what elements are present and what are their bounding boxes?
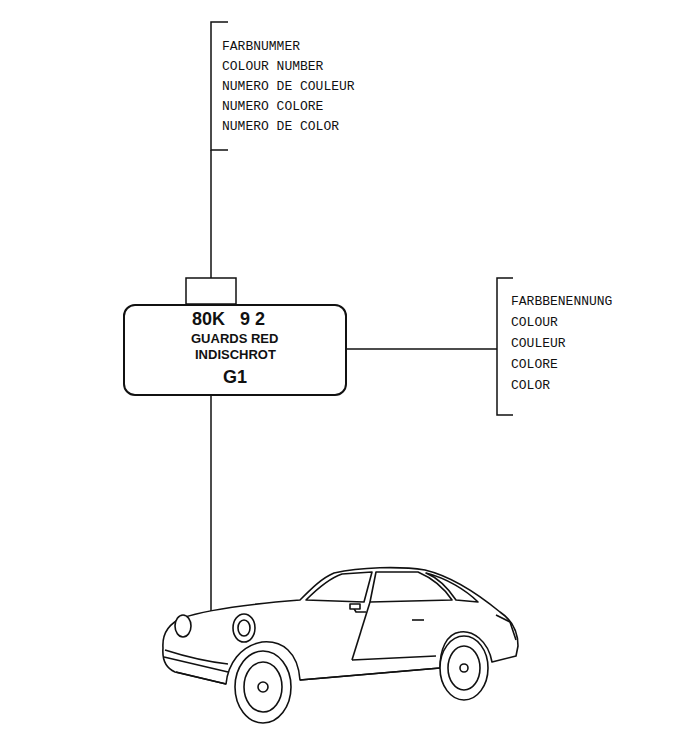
bracket-label: FARBNUMMER (222, 39, 300, 54)
leader-line (210, 150, 212, 278)
bracket (497, 278, 513, 415)
colour-code: G1 (223, 368, 247, 386)
bracket-label: COLOUR NUMBER (222, 59, 323, 74)
bracket-label: COLOUR (511, 315, 558, 330)
bracket-label: COULEUR (511, 336, 566, 351)
bracket-label: NUMERO COLORE (222, 99, 323, 114)
bracket-label: NUMERO DE COULEUR (222, 79, 355, 94)
colour-name: INDISCHROT (195, 348, 276, 361)
colour-number: 80K (192, 310, 225, 328)
paint-label-box: 80K 9 2 GUARDS RED INDISCHROT G1 (123, 304, 347, 396)
bracket-label: FARBBENENNUNG (511, 294, 612, 309)
bracket-label: COLORE (511, 357, 558, 372)
bracket-label: NUMERO DE COLOR (222, 119, 339, 134)
car-illustration (163, 568, 518, 723)
number-marker (186, 278, 236, 304)
leader-line (210, 396, 212, 614)
colour-name: GUARDS RED (191, 332, 278, 345)
bracket-label: COLOR (511, 378, 550, 393)
colour-number: 9 2 (240, 310, 265, 328)
leader-line (347, 348, 497, 350)
